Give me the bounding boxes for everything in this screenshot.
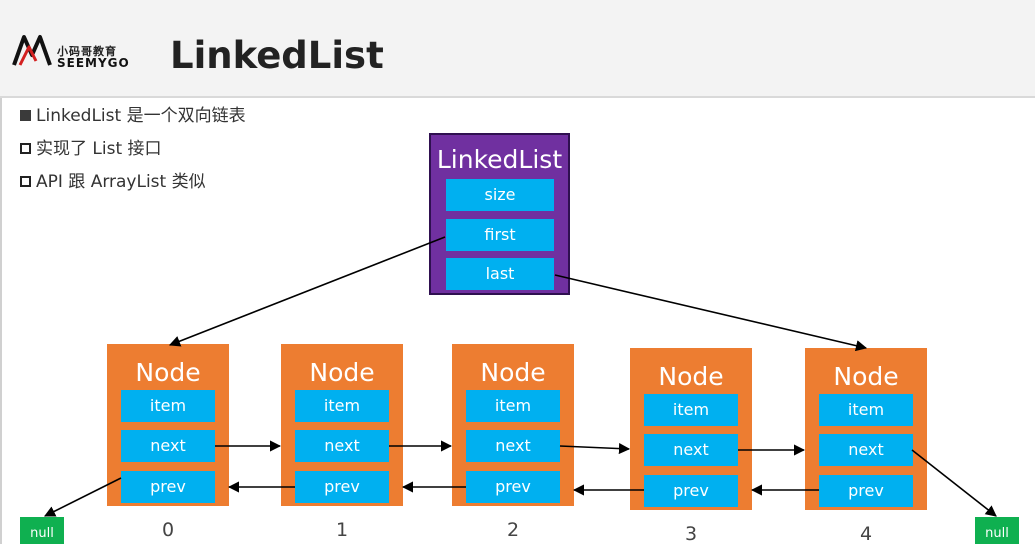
field-prev: prev — [295, 471, 389, 503]
field-prev: prev — [121, 471, 215, 503]
linkedlist-title: LinkedList — [436, 145, 563, 174]
node-title: Node — [658, 362, 724, 391]
field-first: first — [446, 219, 554, 251]
field-item: item — [819, 394, 913, 426]
field-prev: prev — [644, 475, 738, 507]
next-arrow-2-3 — [559, 442, 631, 455]
bullet-item: 实现了 List 接口 — [20, 137, 246, 170]
field-size: size — [446, 179, 554, 211]
brand-name-cn: 小码哥教育 — [57, 45, 117, 58]
node-index-2: 2 — [506, 519, 520, 541]
brand-name-en: SEEMYGO — [57, 56, 130, 70]
node-title: Node — [135, 358, 201, 387]
field-next: next — [644, 434, 738, 466]
field-item: item — [295, 390, 389, 422]
bullet-item: API 跟 ArrayList 类似 — [20, 170, 246, 203]
left-border — [0, 0, 2, 544]
node-title: Node — [480, 358, 546, 387]
hollow-square-icon — [20, 176, 31, 187]
filled-square-icon — [20, 110, 31, 121]
bullet-item: LinkedList 是一个双向链表 — [20, 104, 246, 137]
hollow-square-icon — [20, 143, 31, 154]
field-next: next — [121, 430, 215, 462]
bullet-text: 实现了 List 接口 — [36, 139, 162, 159]
field-prev: prev — [819, 475, 913, 507]
node-box-1: Node item next prev — [281, 344, 403, 506]
node-title: Node — [833, 362, 899, 391]
node-box-2: Node item next prev — [452, 344, 574, 506]
field-item: item — [121, 390, 215, 422]
node-box-0: Node item next prev — [107, 344, 229, 506]
bullet-text: API 跟 ArrayList 类似 — [36, 172, 206, 192]
field-item: item — [466, 390, 560, 422]
first-pointer-arrow — [168, 236, 446, 347]
bullet-list: LinkedList 是一个双向链表 实现了 List 接口 API 跟 Arr… — [20, 104, 246, 203]
node-index-0: 0 — [161, 519, 175, 541]
field-prev: prev — [466, 471, 560, 503]
field-next: next — [819, 434, 913, 466]
node-title: Node — [309, 358, 375, 387]
node-index-3: 3 — [684, 523, 698, 545]
node-box-3: Node item next prev — [630, 348, 752, 510]
field-last: last — [446, 258, 554, 290]
next-arrow-4-null — [911, 449, 997, 517]
field-next: next — [466, 430, 560, 462]
header-band — [0, 0, 1035, 98]
node-box-4: Node item next prev — [805, 348, 927, 510]
field-next: next — [295, 430, 389, 462]
header-divider — [0, 96, 1035, 98]
brand-logo-icon — [12, 35, 52, 66]
last-pointer-arrow — [554, 274, 868, 352]
null-box-left: null — [20, 517, 64, 544]
null-box-right: null — [975, 517, 1019, 544]
page-title: LinkedList — [170, 34, 384, 77]
node-index-1: 1 — [335, 519, 349, 541]
field-item: item — [644, 394, 738, 426]
node-index-4: 4 — [859, 523, 873, 545]
linkedlist-object: LinkedList size first last — [429, 133, 570, 295]
prev-arrow-0-null — [43, 477, 122, 517]
bullet-text: LinkedList 是一个双向链表 — [36, 106, 246, 126]
